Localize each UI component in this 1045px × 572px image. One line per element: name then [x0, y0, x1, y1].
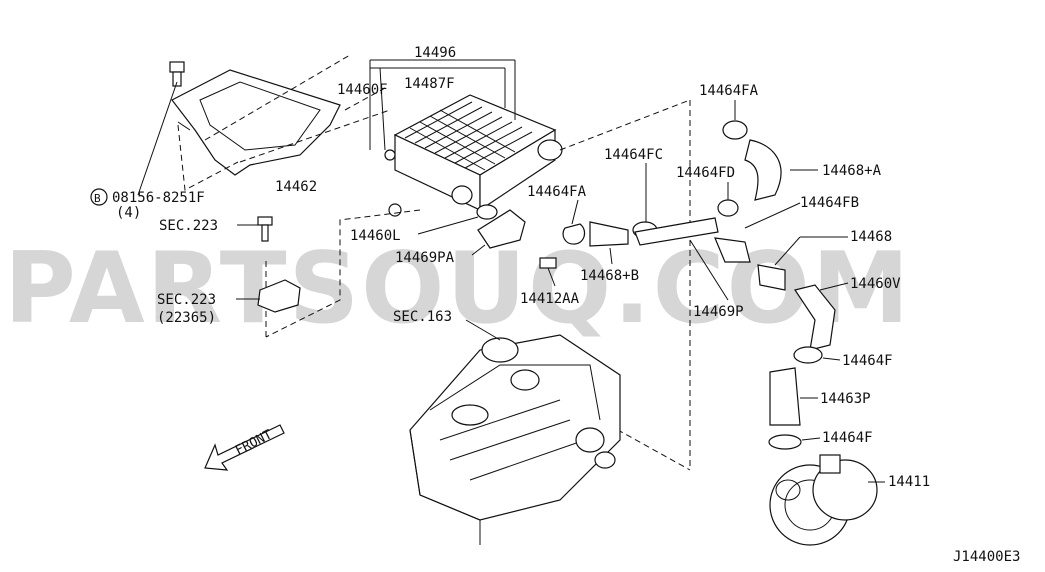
bolt-14412AA — [539, 257, 557, 287]
front-arrow — [204, 424, 285, 471]
watermark: PARTSOUQ.COM — [4, 232, 911, 346]
label-sec223-b: SEC.223 — [157, 292, 216, 308]
label-14462: 14462 — [275, 179, 317, 195]
hose-14468 — [757, 264, 786, 291]
gasket-14464F-2 — [768, 434, 802, 450]
pipe-14469PA — [477, 209, 526, 249]
label-14496: 14496 — [414, 45, 456, 61]
gasket-14460L — [476, 204, 498, 220]
label-14460F: 14460F — [337, 82, 388, 98]
label-14464FA-1: 14464FA — [527, 184, 587, 200]
label-sec223-a: SEC.223 — [159, 218, 218, 234]
label-14468A: 14468+A — [822, 163, 882, 179]
label-sec223-b-sub: (22365) — [157, 310, 216, 326]
label-08156-qty: (4) — [116, 205, 141, 221]
label-14411: 14411 — [888, 474, 930, 490]
label-14460V: 14460V — [850, 276, 901, 292]
pipe-14464FB — [714, 237, 751, 263]
turbocharger — [769, 454, 885, 546]
label-14412AA: 14412AA — [520, 291, 580, 307]
hose-14468B — [589, 221, 629, 247]
label-14464FA-2: 14464FA — [699, 83, 759, 99]
clamp-14464FA-1 — [562, 223, 586, 245]
heat-shield-bracket — [171, 54, 391, 191]
label-14468: 14468 — [850, 229, 892, 245]
label-14464FC: 14464FC — [604, 147, 663, 163]
label-08156-prefix-circle — [90, 188, 108, 206]
label-14464FB: 14464FB — [800, 195, 859, 211]
clamp-14464FD — [717, 199, 739, 217]
clamp-14464FA-2 — [722, 120, 748, 140]
label-sec163: SEC.163 — [393, 309, 452, 325]
clamp-14464F-1 — [793, 346, 823, 364]
label-front: FRONT — [233, 427, 275, 458]
label-08156: 08156-8251F — [112, 190, 205, 206]
pipe-14469P — [634, 217, 719, 246]
label-14463P: 14463P — [820, 391, 871, 407]
label-08156-prefix: B — [94, 192, 101, 205]
bolt-08156 — [137, 61, 185, 196]
label-14464FD: 14464FD — [676, 165, 735, 181]
label-14487F: 14487F — [404, 76, 455, 92]
hose-14468A — [744, 139, 782, 201]
hose-14463P — [769, 367, 801, 426]
label-14464F-2: 14464F — [822, 430, 873, 446]
sec223-bolt — [237, 216, 273, 242]
label-14464F-1: 14464F — [842, 353, 893, 369]
label-14460L: 14460L — [350, 228, 401, 244]
diagram-code: J14400E3 — [953, 549, 1020, 565]
label-14469P: 14469P — [693, 304, 744, 320]
pipe-14460V — [794, 284, 836, 351]
label-14469PA: 14469PA — [395, 250, 455, 266]
label-14468B: 14468+B — [580, 268, 639, 284]
sensor-22365 — [236, 279, 301, 313]
engine-block — [409, 319, 621, 545]
